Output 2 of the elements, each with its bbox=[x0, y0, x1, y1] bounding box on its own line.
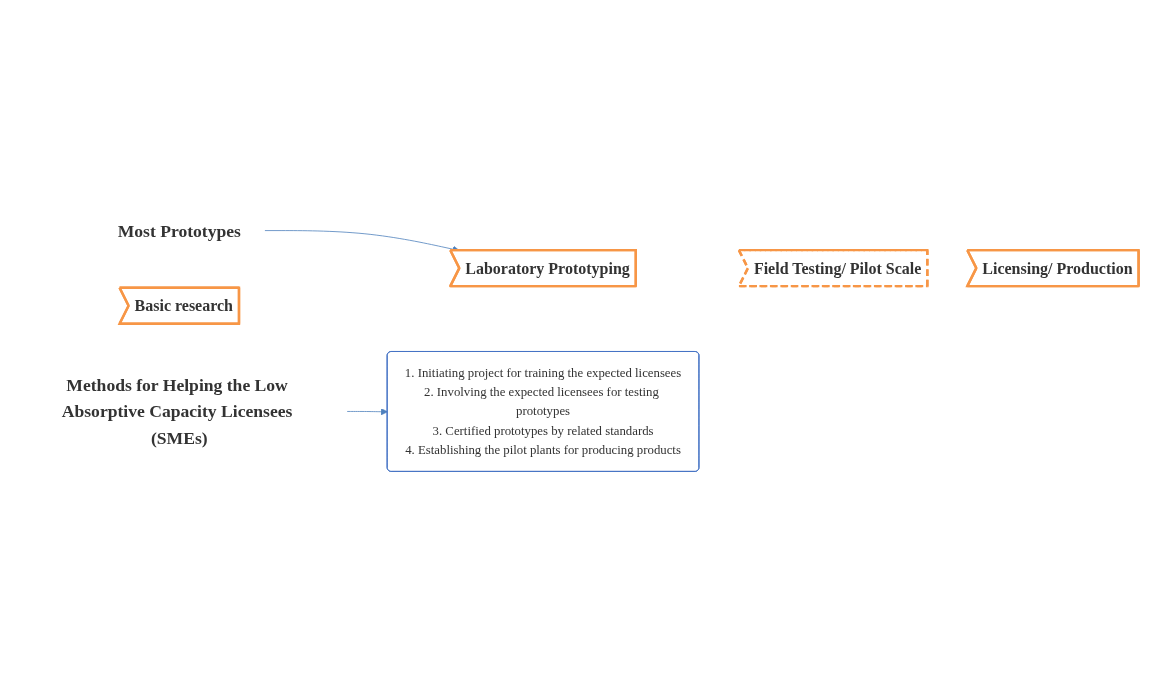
node-text: Most Prototypes bbox=[117, 220, 241, 241]
node-text: Methods for Helping the Low Absorptive Capacity Licensees (SMEs) bbox=[61, 375, 293, 448]
